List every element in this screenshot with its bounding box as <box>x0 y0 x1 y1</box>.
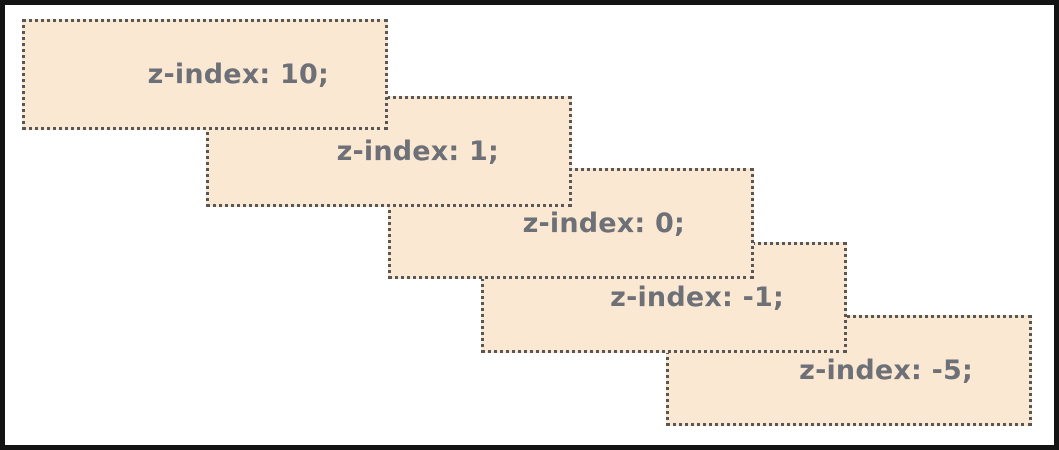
zindex-box-minus-5[interactable]: z-index: -5; <box>666 315 1032 426</box>
stacking-context-stage: z-index: 10; z-index: 1; z-index: 0; z-i… <box>5 5 1054 445</box>
zindex-box-label: z-index: -5; <box>799 355 973 386</box>
zindex-box-label: z-index: 0; <box>522 208 685 239</box>
zindex-box-10[interactable]: z-index: 10; <box>22 19 388 130</box>
zindex-box-label: z-index: -1; <box>610 282 784 313</box>
zindex-box-label: z-index: 10; <box>147 59 329 90</box>
zindex-box-label: z-index: 1; <box>336 136 499 167</box>
